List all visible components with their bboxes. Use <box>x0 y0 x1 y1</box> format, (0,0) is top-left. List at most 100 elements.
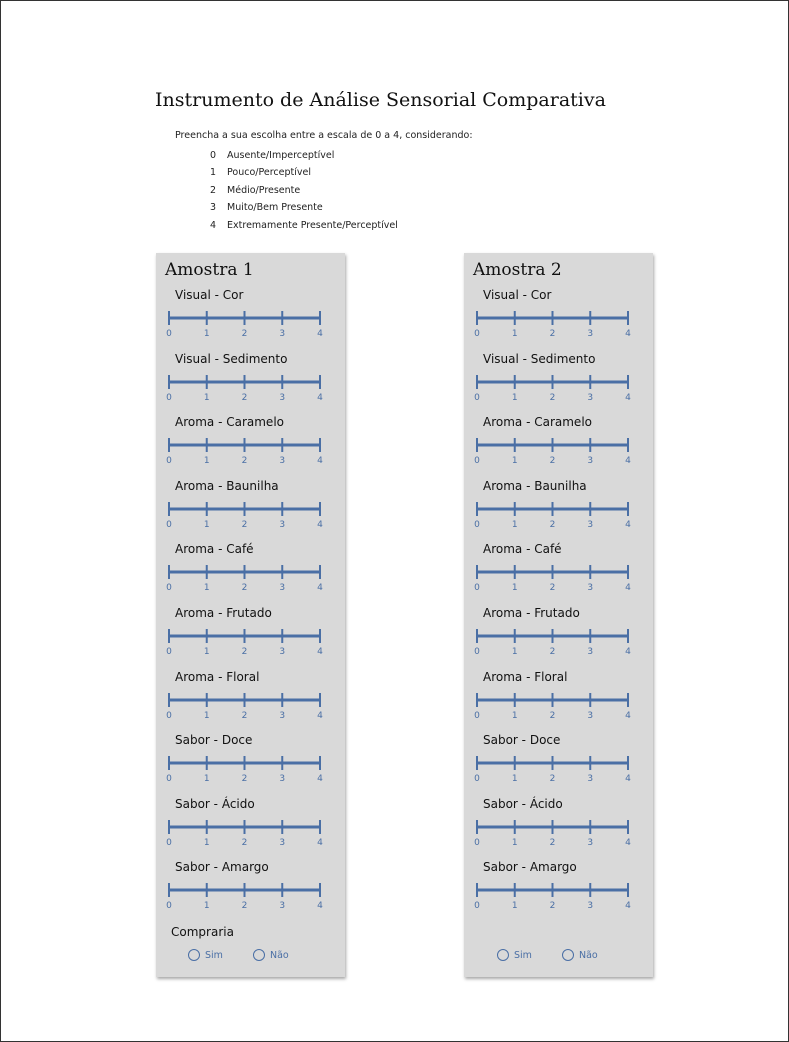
scale-tick-label: 4 <box>317 774 323 784</box>
scale-tick-label: 1 <box>204 838 210 848</box>
scale-tick-label: 3 <box>587 393 593 403</box>
radio-button[interactable] <box>253 949 265 961</box>
scale-tick-label: 1 <box>204 774 210 784</box>
option-label: Não <box>579 949 598 961</box>
scale-tick-label: 3 <box>587 901 593 911</box>
scale-tick-label: 0 <box>474 838 480 848</box>
sample-title: Amostra 2 <box>473 260 562 280</box>
scale-tick-label: 2 <box>550 583 556 593</box>
scale-tick-label: 0 <box>166 838 172 848</box>
attribute-label: Aroma - Baunilha <box>175 478 279 493</box>
scale-tick-label: 1 <box>204 456 210 466</box>
radio-button[interactable] <box>188 949 200 961</box>
scale-tick-label: 2 <box>550 774 556 784</box>
purchase-question: Compraria <box>171 925 234 939</box>
option-label: Sim <box>205 949 223 961</box>
option-label: Sim <box>514 949 532 961</box>
option-sim[interactable]: Sim <box>497 949 532 961</box>
radio-button[interactable] <box>497 949 509 961</box>
scale-tick-label: 4 <box>317 456 323 466</box>
scale-tick-label: 4 <box>317 647 323 657</box>
scale-tick-label: 2 <box>550 456 556 466</box>
scale-tick-label: 3 <box>279 774 285 784</box>
attribute-label: Sabor - Amargo <box>483 860 577 875</box>
attribute-label: Aroma - Frutado <box>175 606 272 620</box>
scale-tick-label: 2 <box>242 329 248 339</box>
attribute-label: Sabor - Ácido <box>483 796 563 811</box>
legend-item: 0 Ausente/Imperceptível <box>210 147 398 164</box>
scale-tick-label: 0 <box>474 456 480 466</box>
option-sim[interactable]: Sim <box>188 949 223 961</box>
scale-tick-label: 0 <box>166 711 172 721</box>
scale-tick-label: 1 <box>512 456 518 466</box>
scale-tick-label: 3 <box>587 456 593 466</box>
scale-tick-label: 0 <box>474 583 480 593</box>
scale-tick-label: 2 <box>242 901 248 911</box>
scale-tick-label: 1 <box>512 393 518 403</box>
legend-label: Ausente/Imperceptível <box>227 150 335 161</box>
scale-tick-label: 0 <box>166 393 172 403</box>
scale-tick-label: 2 <box>242 583 248 593</box>
scale-tick-label: 3 <box>279 520 285 530</box>
scale-tick-label: 0 <box>166 520 172 530</box>
legend-item: 2 Médio/Presente <box>210 182 398 199</box>
scale-tick-label: 3 <box>587 520 593 530</box>
scale-tick-label: 3 <box>587 329 593 339</box>
attribute-label: Visual - Sedimento <box>483 351 596 366</box>
scale-tick-label: 4 <box>317 393 323 403</box>
scale-tick-label: 2 <box>242 393 248 403</box>
legend-label: Médio/Presente <box>227 184 301 196</box>
scale-tick-label: 1 <box>512 711 518 721</box>
attribute-label: Aroma - Caramelo <box>175 415 284 430</box>
scale-tick-label: 2 <box>550 647 556 657</box>
option-label: Não <box>270 949 289 961</box>
option-nao[interactable]: Não <box>253 949 289 961</box>
option-nao[interactable]: Não <box>562 949 598 961</box>
sample-title: Amostra 1 <box>165 260 254 280</box>
scale-tick-label: 4 <box>317 583 323 593</box>
scale-tick-label: 4 <box>625 647 631 657</box>
scale-tick-label: 2 <box>550 393 556 403</box>
scale-tick-label: 3 <box>587 647 593 657</box>
scale-tick-label: 2 <box>242 838 248 848</box>
scale-tick-label: 2 <box>550 520 556 530</box>
legend-label: Muito/Bem Presente <box>227 202 323 214</box>
scale-tick-label: 3 <box>279 329 285 339</box>
radio-button[interactable] <box>562 949 574 961</box>
scale-tick-label: 3 <box>279 711 285 721</box>
scale-tick-label: 0 <box>166 329 172 339</box>
legend-item: 3 Muito/Bem Presente <box>210 199 398 216</box>
